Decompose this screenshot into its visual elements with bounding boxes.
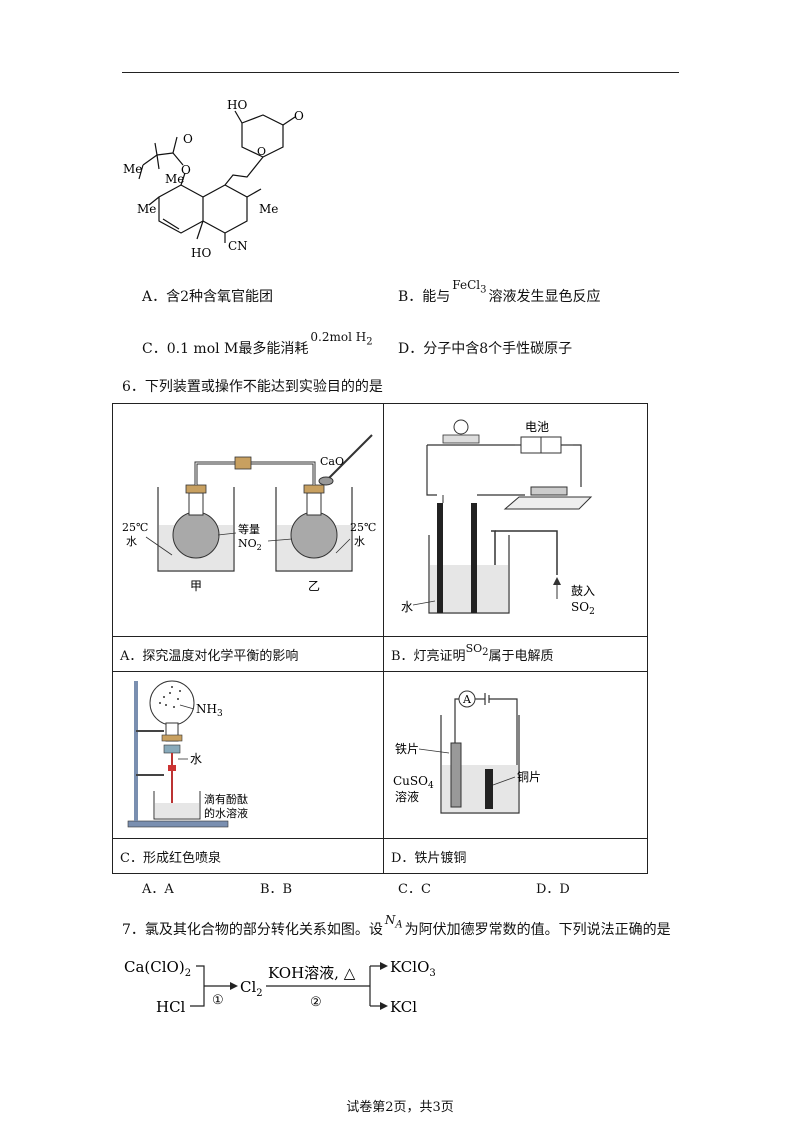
q6-figure-table xyxy=(112,403,648,874)
q6-table-divider-h2 xyxy=(112,671,648,672)
label-equal: 等量 xyxy=(238,522,260,536)
mol-ho-bottom: HO xyxy=(191,246,211,260)
h2-amount-text: 0.2mol H xyxy=(310,330,367,344)
label-so2-b: SO2 xyxy=(571,600,595,617)
caption-b-prefix: B．灯亮证明 xyxy=(391,649,466,664)
q7-stem-prefix: 7．氯及其化合物的部分转化关系如图。设 xyxy=(122,922,383,938)
label-no2: NO2 xyxy=(238,537,262,552)
caption-c: C．形成红色喷泉 xyxy=(120,851,221,866)
label-blow-in: 鼓入 xyxy=(571,584,595,598)
caption-b-suffix: 属于电解质 xyxy=(488,649,554,664)
label-water-left: 水 xyxy=(126,535,137,548)
scheme-reagent: KOH溶液, △ xyxy=(268,964,356,982)
mol-me-ring-left: Me xyxy=(137,202,156,216)
label-yi: 乙 xyxy=(308,579,320,593)
header-rule xyxy=(122,72,679,73)
q7-stem-suffix: 为阿伏加德罗常数的值。下列说法正确的是 xyxy=(404,922,671,938)
q5-option-c: C．0.1 mol M最多能消耗0.2mol H2 xyxy=(142,330,373,359)
apparatus-a-no2-flasks: CaO 25℃ 水 等量 NO2 25℃ 水 甲 乙 xyxy=(122,434,376,593)
fecl3-sub: 3 xyxy=(480,284,487,296)
label-temp-right: 25℃ xyxy=(350,521,376,534)
apparatus-b-conductivity: 电池 水 鼓入 SO2 xyxy=(401,419,595,617)
label-jia: 甲 xyxy=(190,579,202,593)
q5-option-d: D．分子中含8个手性碳原子 xyxy=(398,341,573,357)
label-ammeter: A xyxy=(462,693,472,706)
label-temp-left: 25℃ xyxy=(122,521,148,534)
q6-table-divider-h3 xyxy=(112,838,648,839)
scheme-kcl: KCl xyxy=(390,998,417,1016)
q6-table-divider-v xyxy=(383,403,384,874)
q5-option-c-prefix: C．0.1 mol M最多能消耗 xyxy=(142,341,309,357)
q6-choice-d[interactable]: D．D xyxy=(536,882,570,897)
label-solution-line2: 的水溶液 xyxy=(204,806,248,820)
fecl3-text: FeCl xyxy=(452,278,481,292)
na-symbol: NA xyxy=(384,913,403,931)
scheme-caclo2: Ca(ClO)2 xyxy=(124,958,191,979)
mol-me-ester: Me xyxy=(165,172,184,186)
label-nh3: NH3 xyxy=(196,702,223,719)
q7-reaction-scheme: Ca(ClO)2 HCl ① Cl2 KOH溶液, △ ② KClO3 KCl xyxy=(124,958,436,1016)
label-cuso4: CuSO4 xyxy=(393,774,434,791)
caption-a: A．探究温度对化学平衡的影响 xyxy=(120,649,299,664)
h2-amount: 0.2mol H2 xyxy=(310,330,373,348)
q6-stem: 6．下列装置或操作不能达到实验目的的是 xyxy=(122,379,383,395)
q5-option-b-prefix: B．能与 xyxy=(398,289,451,305)
q6-table-divider-h1 xyxy=(112,636,648,637)
label-solution-d: 溶液 xyxy=(395,789,419,804)
mol-o-ketone: O xyxy=(294,109,304,123)
scheme-kclo3: KClO3 xyxy=(390,958,436,979)
na-sub: A xyxy=(395,919,403,931)
mol-ring-o: O xyxy=(257,145,266,158)
caption-d: D．铁片镀铜 xyxy=(391,851,467,866)
label-water-c: 水 xyxy=(190,752,202,766)
label-iron: 铁片 xyxy=(395,742,419,756)
mol-ho-top: HO xyxy=(227,98,247,112)
h2-amount-sub: 2 xyxy=(366,336,373,348)
caption-b: B．灯亮证明SO2属于电解质 xyxy=(391,642,554,666)
q6-choice-a[interactable]: A．A xyxy=(142,882,174,897)
apparatus-d-electroplating: A 铁片 CuSO4 溶液 铜片 xyxy=(393,690,541,814)
scheme-step2: ② xyxy=(310,995,322,1010)
mol-o-carbonyl: O xyxy=(183,132,193,146)
label-battery: 电池 xyxy=(525,420,549,434)
mol-me-ring-right: Me xyxy=(259,202,278,216)
q5-option-b-suffix: 溶液发生显色反应 xyxy=(488,289,601,305)
q6-choice-c[interactable]: C．C xyxy=(398,882,431,897)
molecule-m-structure: HO O O O O Me Me Me Me CN HO xyxy=(123,98,304,260)
q6-choice-b[interactable]: B．B xyxy=(260,882,293,897)
caption-b-so2-text: SO xyxy=(465,642,483,655)
label-water-b: 水 xyxy=(401,600,413,614)
mol-cn: CN xyxy=(228,239,248,253)
apparatus-c-fountain: NH3 水 滴有酚酞 的水溶液 xyxy=(127,680,248,828)
label-copper: 铜片 xyxy=(517,769,541,784)
mol-o-ester: O xyxy=(181,163,191,177)
caption-b-so2: SO2 xyxy=(465,642,489,659)
scheme-step1: ① xyxy=(212,993,224,1008)
mol-me-left: Me xyxy=(123,162,142,176)
page-footer: 试卷第2页，共3页 xyxy=(346,1100,454,1115)
label-solution-line1: 滴有酚酞 xyxy=(204,792,248,806)
na-text: N xyxy=(384,913,396,927)
q5-option-a: A．含2种含氧官能团 xyxy=(142,289,274,305)
scheme-hcl: HCl xyxy=(156,998,186,1016)
scheme-cl2: Cl2 xyxy=(240,978,263,999)
fecl3-formula: FeCl3 xyxy=(452,278,487,296)
label-cao: CaO xyxy=(320,455,344,468)
label-water-right: 水 xyxy=(354,535,365,548)
caption-b-so2-sub: 2 xyxy=(482,647,489,659)
